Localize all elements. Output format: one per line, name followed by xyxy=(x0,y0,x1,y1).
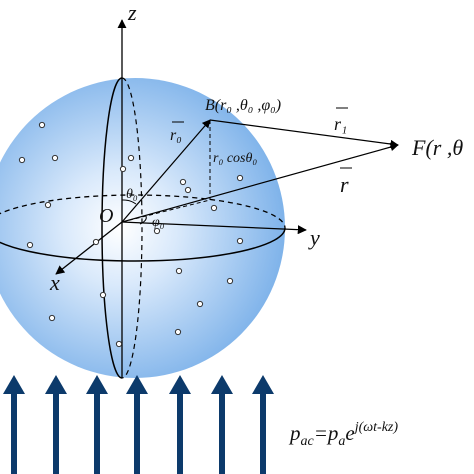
vector-r0 xyxy=(121,119,211,223)
particle xyxy=(226,277,234,285)
wave-arrow xyxy=(3,375,25,474)
theta-arc xyxy=(121,199,137,205)
vector-r xyxy=(121,142,399,223)
meridian-back xyxy=(121,77,143,379)
pressure-lhs: p xyxy=(288,421,301,445)
particle xyxy=(92,238,100,246)
label-origin: O xyxy=(99,205,113,227)
particle xyxy=(210,204,218,212)
pressure-rhs-sub: a xyxy=(338,434,345,449)
particles xyxy=(18,121,244,348)
particle xyxy=(119,165,127,173)
particle xyxy=(179,178,187,186)
particle xyxy=(44,201,52,209)
particle xyxy=(153,227,161,235)
incident-wave-arrows xyxy=(3,375,274,474)
x-axis xyxy=(55,221,123,275)
wave-arrow xyxy=(126,375,148,474)
pressure-lhs-sub: ac xyxy=(301,434,315,449)
particle xyxy=(236,237,244,245)
phi-arc xyxy=(139,215,147,225)
meridian-front xyxy=(101,77,123,379)
particle xyxy=(48,314,56,322)
particle xyxy=(18,156,26,164)
label-phi0: φ₀ xyxy=(152,215,165,230)
particle xyxy=(174,328,182,336)
particle xyxy=(99,291,107,299)
wave-arrow xyxy=(169,375,191,474)
particle xyxy=(127,154,135,162)
wave-arrow xyxy=(252,375,274,474)
particle xyxy=(51,154,59,162)
wave-arrow xyxy=(86,375,108,474)
vector-r1 xyxy=(209,119,399,149)
particle xyxy=(26,241,34,249)
label-vector-r1: r₁ xyxy=(334,114,347,134)
label-point-b: B(r₀ ,θ₀ ,φ₀) xyxy=(205,97,281,114)
particle xyxy=(196,300,204,308)
particle xyxy=(175,267,183,275)
y-axis xyxy=(121,221,307,235)
label-z-axis: z xyxy=(127,0,137,25)
label-point-f: F(r ,θ xyxy=(411,135,463,160)
pressure-eq: =p xyxy=(314,421,339,445)
pressure-e: e xyxy=(345,421,354,445)
equator-front xyxy=(0,227,286,262)
particle xyxy=(184,186,192,194)
particle xyxy=(38,121,46,129)
pressure-exponent: j(ωt-kz) xyxy=(353,420,399,435)
label-vector-r: r xyxy=(340,172,349,197)
label-vector-r0: r₀ xyxy=(170,127,182,144)
particle xyxy=(115,340,123,348)
wave-arrow xyxy=(211,375,233,474)
label-y-axis: y xyxy=(308,225,320,250)
pressure-equation: pac=paej(ωt-kz) xyxy=(288,420,398,449)
label-theta0: θ₀ xyxy=(126,187,138,202)
particle xyxy=(236,174,244,182)
wave-arrow xyxy=(45,375,67,474)
label-x-axis: x xyxy=(49,270,60,295)
projection-to-origin xyxy=(121,199,211,223)
label-projection: r₀ cosθ₀ xyxy=(213,151,257,166)
